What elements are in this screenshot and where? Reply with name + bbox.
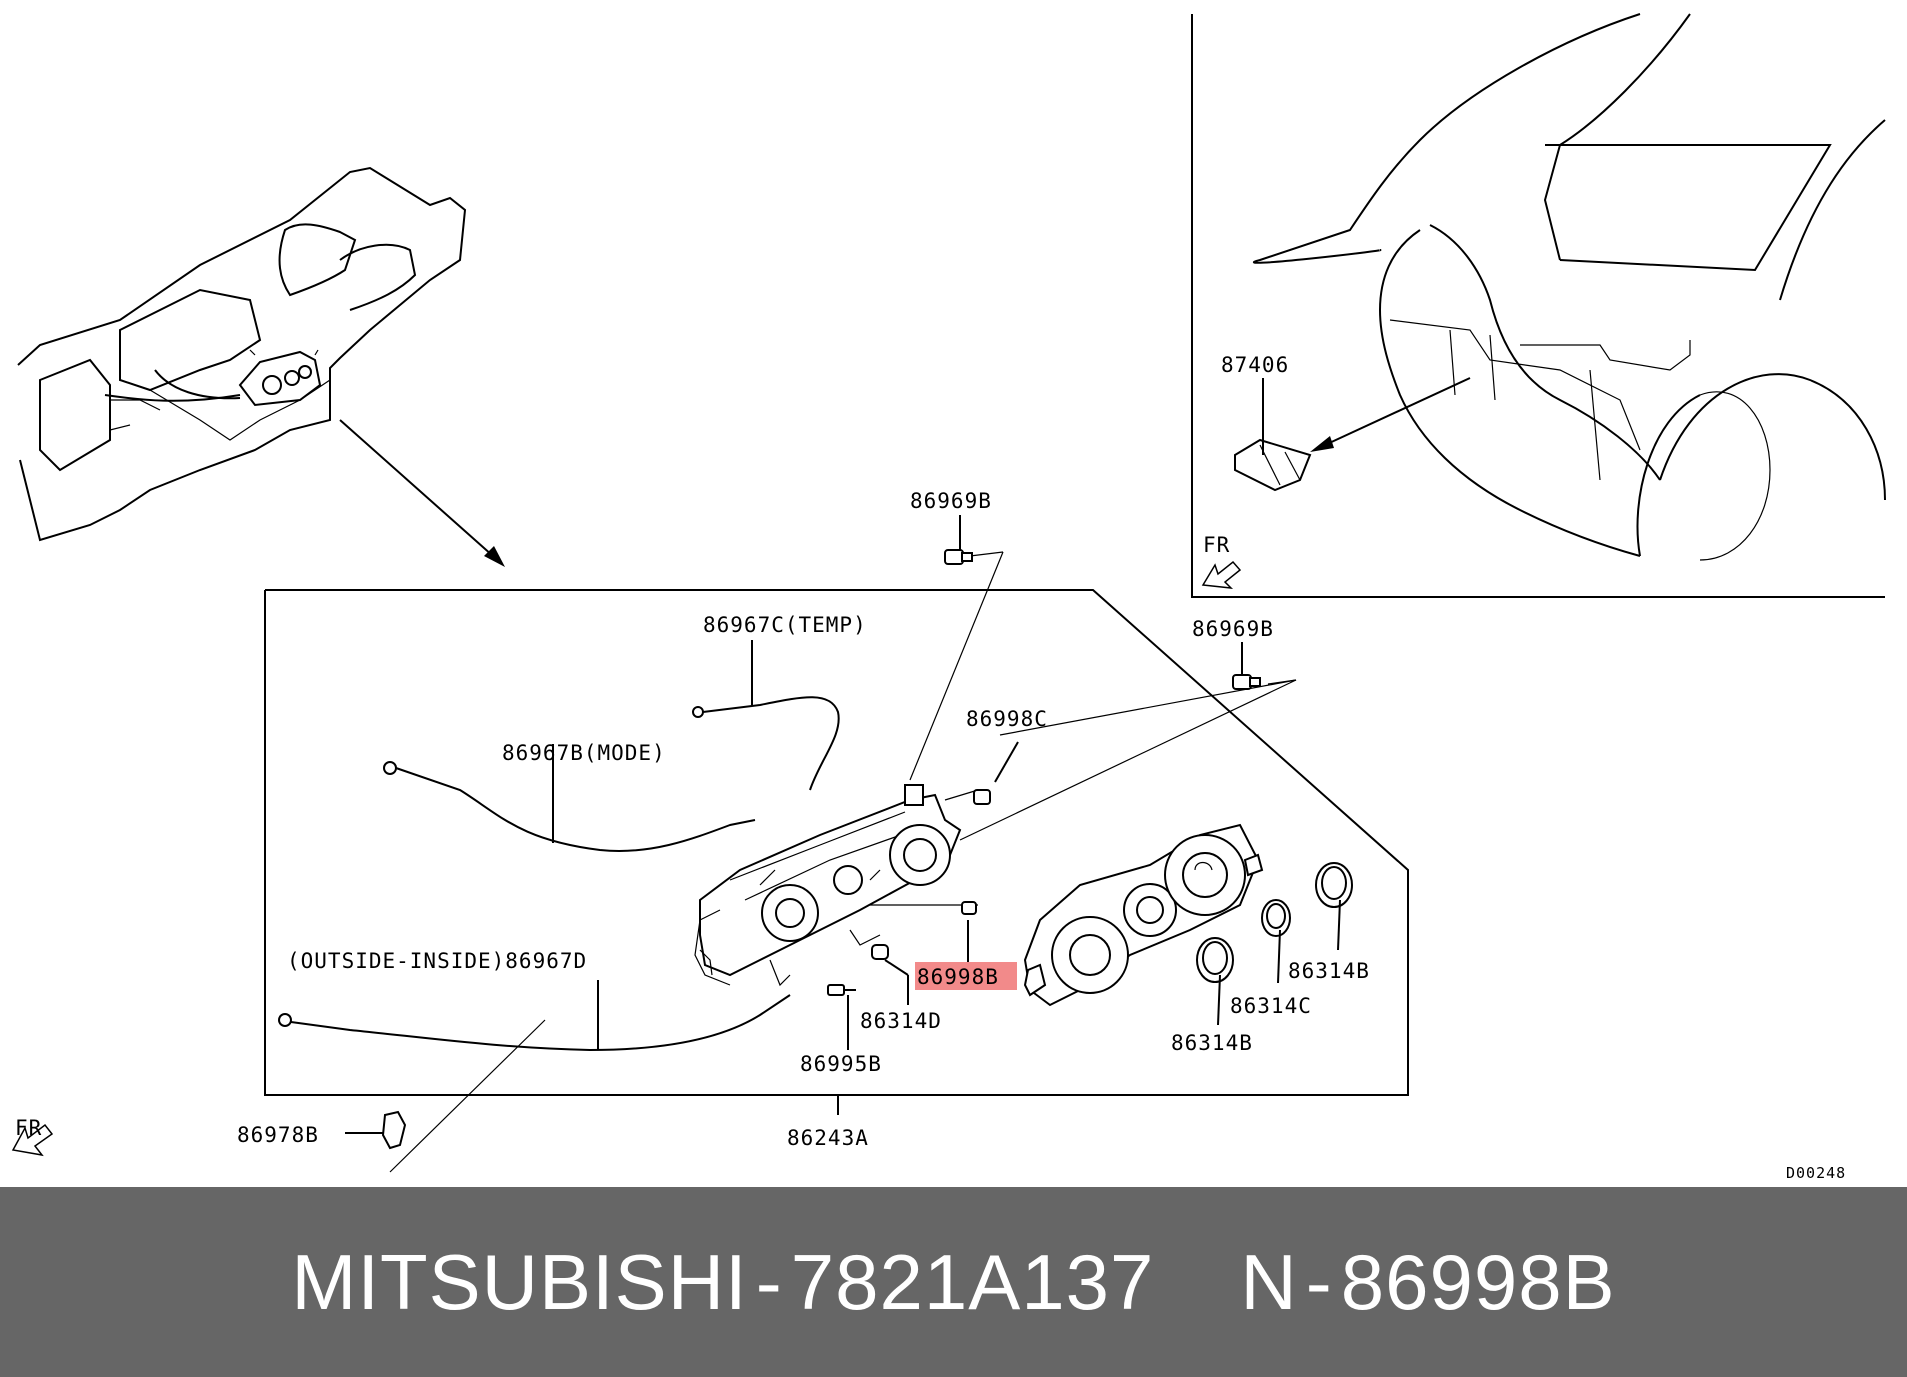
banner-separator: -	[755, 1237, 783, 1326]
label-86998b: 86998B	[917, 965, 999, 989]
label-86967c-temp: 86967C(TEMP)	[703, 613, 867, 637]
dash-cable-ends	[249, 349, 319, 356]
label-86967b-mode: 86967B(MODE)	[502, 741, 666, 765]
car-tire	[1699, 391, 1771, 561]
knob-86314b-right	[1315, 862, 1353, 951]
label-86978b: 86978B	[237, 1123, 319, 1147]
heater-control-body	[694, 784, 962, 987]
banner-n-label: N	[1240, 1237, 1298, 1326]
clip-86998b	[961, 901, 977, 965]
car-front-outline	[1378, 229, 1641, 557]
banner-part-number: 7821A137	[790, 1237, 1155, 1326]
label-86998c: 86998C	[966, 707, 1048, 731]
label-87406: 87406	[1221, 353, 1289, 377]
part-86314d	[871, 944, 909, 1005]
label-86314d: 86314D	[860, 1009, 942, 1033]
banner-n-separator: -	[1305, 1237, 1333, 1326]
dash-heater-control	[238, 350, 322, 407]
sensor-87406	[1234, 378, 1312, 492]
highlight-86998b	[915, 962, 1017, 990]
car-bumper-edge	[1520, 340, 1691, 371]
car-support-lines	[1449, 329, 1601, 481]
car-tire-front	[1636, 394, 1701, 557]
dashboard-overview	[17, 166, 505, 567]
label-86969b-right: 86969B	[1192, 617, 1274, 641]
cable-86967b-mode	[383, 744, 756, 852]
dash-arrow-line	[339, 419, 494, 557]
car-a-pillar	[1779, 119, 1886, 301]
cable-86967d	[278, 980, 791, 1052]
dash-cable-2	[154, 369, 241, 400]
part-banner: MITSUBISHI - 7821A137 N - 86998B	[0, 1187, 1907, 1377]
dash-arrow-head	[484, 546, 505, 567]
dash-center-console	[119, 288, 262, 392]
car-grille-edge	[1429, 224, 1661, 481]
screw-86995b	[827, 984, 856, 1050]
clip-86978b	[345, 1110, 407, 1150]
banner-text: MITSUBISHI - 7821A137 N - 86998B	[0, 1187, 1907, 1377]
label-86995b: 86995B	[800, 1052, 882, 1076]
detail-frame	[264, 589, 1409, 1096]
car-windshield	[1545, 144, 1832, 272]
banner-brand: MITSUBISHI	[291, 1237, 748, 1326]
vehicle-inset	[1191, 13, 1886, 598]
dash-glovebox	[278, 223, 357, 297]
knob-86314c	[1261, 899, 1291, 984]
label-86967d: (OUTSIDE-INSIDE)86967D	[287, 949, 587, 973]
screw-86969b-top	[944, 515, 973, 565]
dash-outline	[17, 166, 467, 542]
inset-arrow-line	[1324, 377, 1471, 446]
inset-arrow-head	[1310, 436, 1334, 452]
parts-diagram: 86969B 86967C(TEMP) 86969B 86998C 86967B…	[11, 13, 1886, 1182]
car-windshield-edge	[1543, 13, 1691, 261]
car-wheel-arch	[1659, 373, 1886, 501]
label-86314c: 86314C	[1230, 994, 1312, 1018]
banner-n-code: 86998B	[1340, 1237, 1616, 1326]
fr-arrow-inset	[1201, 560, 1242, 589]
inset-frame	[1191, 14, 1885, 598]
fr-label-bottom: FR	[15, 1116, 42, 1140]
diagram-code: D00248	[1786, 1164, 1846, 1182]
label-86969b-top: 86969B	[910, 489, 992, 513]
dash-left-panel	[39, 358, 111, 472]
car-radiator-support	[1389, 319, 1641, 451]
car-hood-line	[1253, 13, 1641, 264]
knob-86314b-left	[1196, 937, 1234, 1026]
control-panel-face	[1023, 823, 1264, 1007]
dash-duct-lines	[109, 399, 161, 431]
fr-label-inset: FR	[1203, 533, 1230, 557]
clip-86998c	[973, 741, 1019, 805]
screw-86969b-right	[1232, 642, 1261, 690]
label-86314b-right: 86314B	[1288, 959, 1370, 983]
label-86314b-left: 86314B	[1171, 1031, 1253, 1055]
label-86243a: 86243A	[787, 1126, 869, 1150]
dash-vent-right	[339, 243, 417, 311]
fr-arrow-bottom	[11, 1123, 54, 1157]
cable-86967c-temp	[692, 640, 840, 791]
